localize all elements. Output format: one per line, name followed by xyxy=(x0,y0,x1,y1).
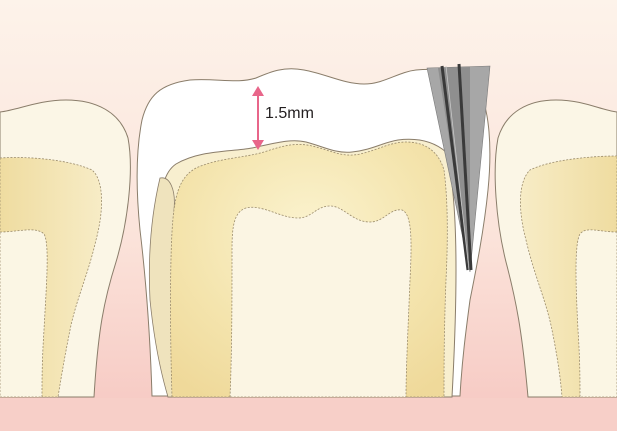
gum-band xyxy=(0,398,617,431)
pulp-chamber xyxy=(230,206,411,397)
measurement-label: 1.5mm xyxy=(265,104,314,124)
